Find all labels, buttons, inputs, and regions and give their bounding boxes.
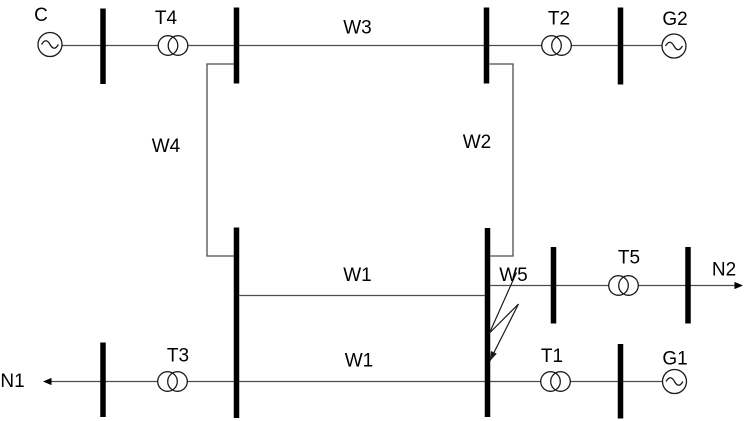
label-line-w5: W5: [499, 265, 528, 286]
transformer-t2-winding-icon: [551, 35, 572, 56]
label-transformer-t3: T3: [167, 346, 189, 367]
label-load-n2: N2: [712, 260, 736, 281]
label-generator-g2: G2: [662, 9, 687, 30]
wire-w2: [489, 63, 514, 257]
transformer-t4-winding-icon: [167, 35, 189, 56]
label-line-w1-upper: W1: [343, 265, 372, 286]
label-transformer-t2: T2: [548, 9, 570, 30]
label-line-w4: W4: [152, 136, 181, 157]
transformer-t1-winding-icon: [550, 371, 571, 392]
label-load-n1: N1: [0, 371, 24, 392]
label-line-w3: W3: [343, 18, 372, 39]
arrow-n1-arrowhead-icon: [43, 377, 52, 386]
transformer-t3-winding-icon: [167, 371, 188, 392]
label-line-w1-lower: W1: [345, 351, 374, 372]
wire-w4: [206, 63, 234, 257]
label-generator-g1: G1: [662, 349, 687, 370]
transformer-t5-winding-icon: [608, 275, 629, 296]
arrow-n2-arrowhead-icon: [734, 281, 743, 290]
label-transformer-t4: T4: [155, 8, 178, 29]
transformer-t4-winding-icon: [157, 35, 179, 56]
label-source-c: C: [34, 5, 48, 26]
label-transformer-t1: T1: [541, 346, 563, 367]
generator-g1-sine-icon: [665, 377, 684, 386]
generator-g2-sine-icon: [665, 41, 683, 51]
fault-bolt-arrowhead-icon: [489, 350, 497, 362]
transformer-t5-winding-icon: [618, 275, 639, 296]
label-transformer-t5: T5: [618, 248, 640, 269]
transformer-t1-winding-icon: [540, 371, 561, 392]
label-line-w2: W2: [463, 132, 492, 153]
transformer-t2-winding-icon: [541, 35, 562, 56]
generator-c-sine-icon: [41, 40, 59, 49]
transformer-t3-winding-icon: [157, 371, 178, 392]
